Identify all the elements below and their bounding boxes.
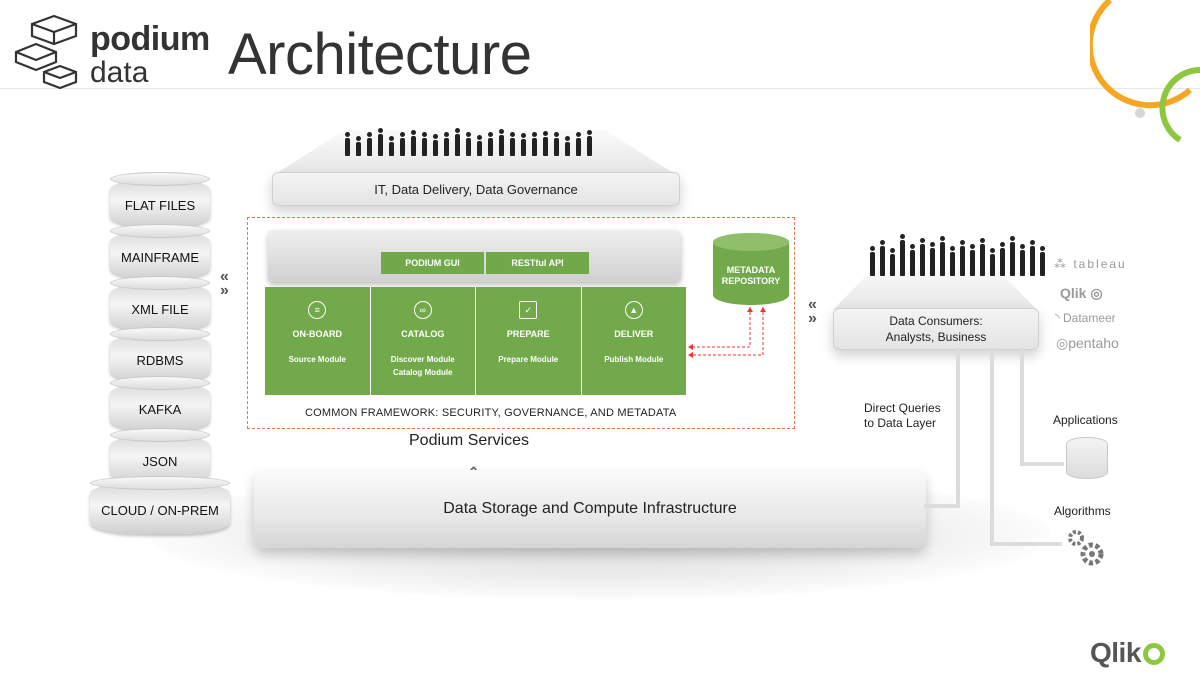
connector-line xyxy=(924,504,960,508)
gears-icon xyxy=(1068,530,1104,566)
podium-services-box xyxy=(247,217,795,429)
it-platform: IT, Data Delivery, Data Governance xyxy=(272,172,680,206)
module-sub: Publish Module xyxy=(604,355,664,364)
source-mainframe: MAINFRAME xyxy=(110,224,210,280)
source-flat-files: FLAT FILES xyxy=(110,172,210,228)
module-title: CATALOG xyxy=(401,329,445,339)
source-cloud-on-prem: CLOUD / ON-PREM xyxy=(90,476,230,534)
module-sub: Source Module xyxy=(288,355,346,364)
connector-line xyxy=(1020,462,1064,466)
connector-line xyxy=(1020,348,1024,466)
rocket-icon: ▲ xyxy=(624,301,643,319)
module-title: PREPARE xyxy=(506,329,550,339)
vendor-pentaho-logo: ◎pentaho xyxy=(1056,335,1119,351)
module-deliver: ▲ DELIVER Publish Module xyxy=(582,287,687,395)
metadata-connectors xyxy=(688,307,766,358)
data-consumers-platform: Data Consumers: Analysts, Business xyxy=(833,308,1039,350)
source-rdbms: RDBMS xyxy=(110,327,210,383)
it-platform-top xyxy=(272,130,678,176)
module-prepare: ✓ PREPARE Prepare Module xyxy=(476,287,582,395)
restful-api-button[interactable]: RESTful API xyxy=(486,252,589,274)
storage-platform: Data Storage and Compute Infrastructure xyxy=(254,470,926,548)
clipboard-icon: ✓ xyxy=(519,301,538,319)
source-xml-file: XML FILE xyxy=(110,276,210,332)
consumers-line2: Analysts, Business xyxy=(885,330,987,344)
podium-logo-icon xyxy=(14,14,78,90)
database-icon: ≡ xyxy=(308,301,327,319)
vendor-datameer-logo: ◝ Datameer xyxy=(1055,311,1116,325)
podium-gui-button[interactable]: PODIUM GUI xyxy=(381,252,484,274)
data-sources-stack: FLAT FILES MAINFRAME XML FILE RDBMS KAFK… xyxy=(90,172,230,534)
it-people-icon xyxy=(345,128,592,156)
qlik-footer-logo: Qlik xyxy=(1090,637,1165,669)
module-catalog: ∞ CATALOG Discover Module Catalog Module xyxy=(371,287,476,395)
metadata-line1: METADATA xyxy=(726,265,776,275)
modules-row: ≡ ON-BOARD Source Module ∞ CATALOG Disco… xyxy=(265,287,686,395)
applications-database-icon xyxy=(1066,437,1108,479)
module-onboard: ≡ ON-BOARD Source Module xyxy=(265,287,371,395)
vendor-qlik-logo: Qlik ◎ xyxy=(1060,285,1103,301)
header-bar xyxy=(0,0,1200,89)
connector-line xyxy=(990,348,994,544)
page-title: Architecture xyxy=(228,22,532,87)
vendor-tableau-logo: ⁂ tableau xyxy=(1054,257,1127,271)
applications-label: Applications xyxy=(1053,413,1118,427)
metadata-line2: REPOSITORY xyxy=(721,276,781,286)
source-json: JSON xyxy=(110,428,210,484)
algorithms-label: Algorithms xyxy=(1054,504,1111,518)
module-sub: Prepare Module xyxy=(498,355,559,364)
source-arrows-icon: «» xyxy=(220,268,229,299)
module-sub: Discover Module Catalog Module xyxy=(390,355,455,377)
module-title: DELIVER xyxy=(614,329,654,339)
consumer-arrows-icon: «» xyxy=(808,296,817,327)
metadata-repository: METADATA REPOSITORY xyxy=(713,233,789,305)
logo-text-data: data xyxy=(90,56,149,89)
source-kafka: KAFKA xyxy=(110,376,210,432)
storage-label: Data Storage and Compute Infrastructure xyxy=(443,500,737,517)
podium-services-label: Podium Services xyxy=(409,432,530,449)
decorative-arcs xyxy=(1090,0,1200,143)
common-framework-label: COMMON FRAMEWORK: SECURITY, GOVERNANCE, … xyxy=(305,407,677,419)
catalog-icon: ∞ xyxy=(413,301,432,319)
connector-line xyxy=(956,348,960,508)
consumers-people-icon xyxy=(870,234,1045,276)
consumers-line1: Data Consumers: xyxy=(889,314,983,328)
direct-queries-label: Direct Queries to Data Layer xyxy=(864,401,941,430)
logo-text-podium: podium xyxy=(90,20,210,58)
module-title: ON-BOARD xyxy=(292,329,343,339)
connector-line xyxy=(990,542,1062,546)
